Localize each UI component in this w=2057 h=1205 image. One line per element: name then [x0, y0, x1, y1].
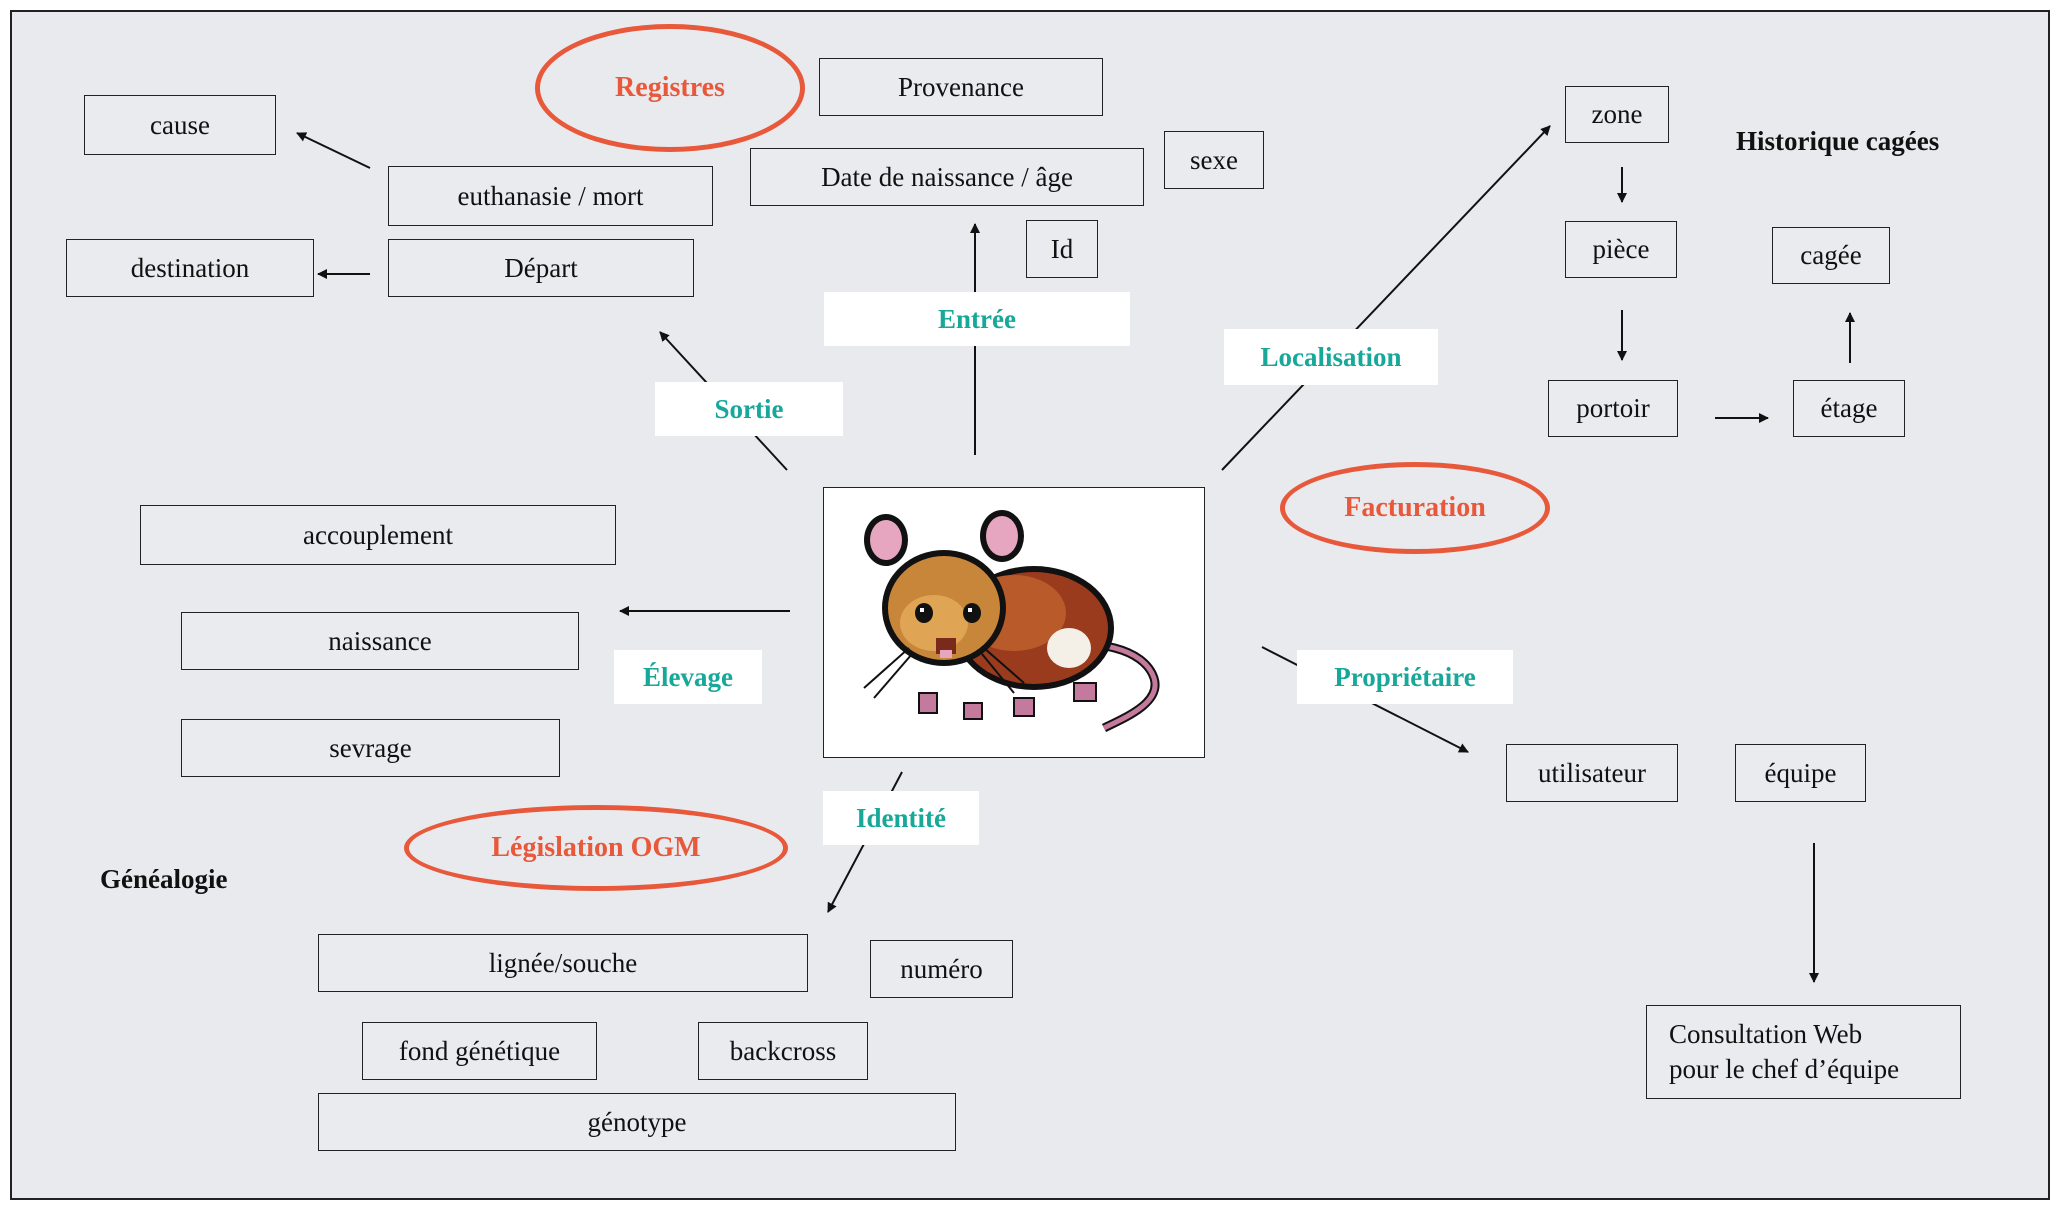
- box-destination: destination: [66, 239, 314, 297]
- box-fond-genetique: fond génétique: [362, 1022, 597, 1080]
- box-equipe: équipe: [1735, 744, 1866, 802]
- box-lignee-souche: lignée/souche: [318, 934, 808, 992]
- label-entree: Entrée: [824, 292, 1130, 346]
- box-portoir: portoir: [1548, 380, 1678, 437]
- box-utilisateur: utilisateur: [1506, 744, 1678, 802]
- box-provenance: Provenance: [819, 58, 1103, 116]
- label-proprietaire: Propriétaire: [1297, 650, 1513, 704]
- box-consultation-web: Consultation Web pour le chef d’équipe: [1646, 1005, 1961, 1099]
- label-sortie: Sortie: [655, 382, 843, 436]
- heading-genealogie: Généalogie: [100, 864, 228, 894]
- box-id: Id: [1026, 220, 1098, 278]
- oval-legislation-ogm: Législation OGM: [404, 805, 788, 891]
- heading-historique-cagees: Historique cagées: [1736, 126, 1940, 156]
- arrow-localisation: [1221, 125, 1551, 471]
- box-euthanasie-mort: euthanasie / mort: [388, 166, 713, 226]
- box-accouplement: accouplement: [140, 505, 616, 565]
- box-cagee: cagée: [1772, 227, 1890, 284]
- box-numero: numéro: [870, 940, 1013, 998]
- box-piece: pièce: [1565, 221, 1677, 278]
- box-sevrage: sevrage: [181, 719, 560, 777]
- label-elevage: Élevage: [614, 650, 762, 704]
- oval-registres: Registres: [535, 24, 805, 152]
- box-sexe: sexe: [1164, 131, 1264, 189]
- box-backcross: backcross: [698, 1022, 868, 1080]
- box-depart: Départ: [388, 239, 694, 297]
- consultation-line-2: pour le chef d’équipe: [1669, 1054, 1900, 1084]
- box-etage: étage: [1793, 380, 1905, 437]
- mouse-image-frame: [823, 487, 1205, 758]
- box-zone: zone: [1565, 86, 1669, 143]
- oval-facturation: Facturation: [1280, 462, 1550, 554]
- label-identite: Identité: [823, 791, 979, 845]
- box-cause: cause: [84, 95, 276, 155]
- box-date-naissance: Date de naissance / âge: [750, 148, 1144, 206]
- box-genotype: génotype: [318, 1093, 956, 1151]
- label-localisation: Localisation: [1224, 329, 1438, 385]
- mouse-icon: [863, 510, 1160, 733]
- box-naissance: naissance: [181, 612, 579, 670]
- consultation-line-1: Consultation Web: [1669, 1019, 1863, 1049]
- arrow-euthanasie-cause: [296, 132, 371, 169]
